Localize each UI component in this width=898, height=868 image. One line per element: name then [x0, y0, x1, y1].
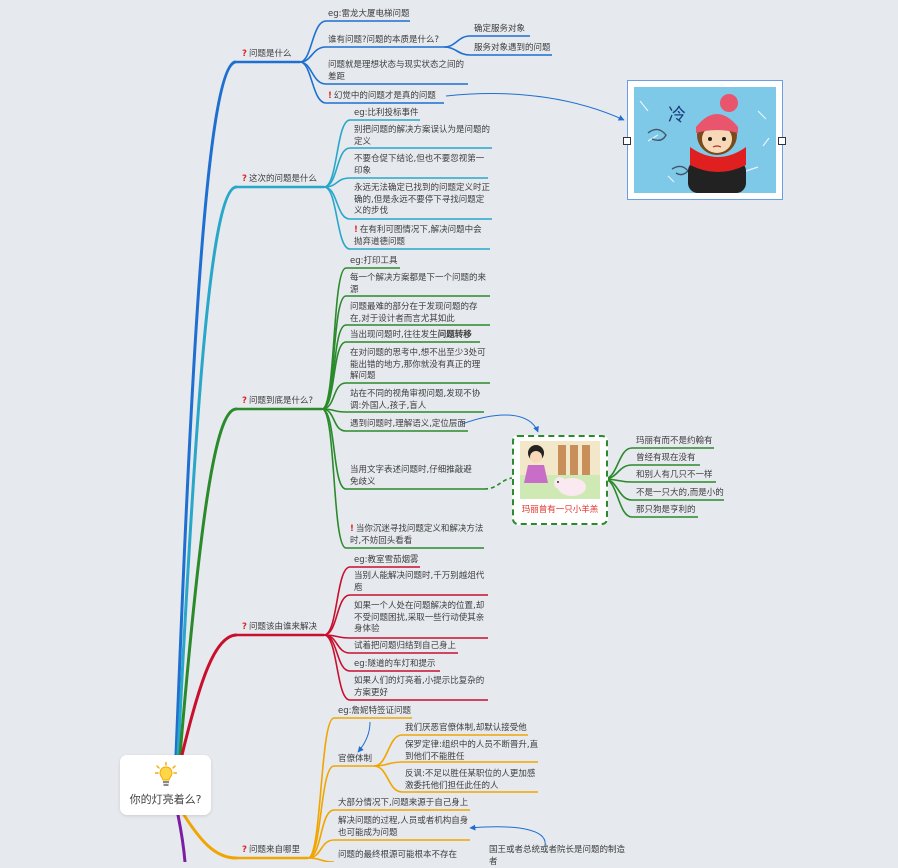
- node[interactable]: 官僚体制: [338, 754, 373, 764]
- question-icon: ?: [242, 622, 247, 632]
- branch-title-1[interactable]: ?问题是什么: [242, 49, 292, 59]
- node[interactable]: 每一个解决方案都是下一个问题的来源: [350, 273, 487, 295]
- node[interactable]: 问题就是理想状态与现实状态之间的差距: [328, 60, 465, 82]
- node[interactable]: eg:雷龙大厦电梯问题: [328, 9, 410, 19]
- question-icon: ?: [242, 845, 247, 855]
- trunk-red: [180, 633, 238, 757]
- trunk-blue: [174, 60, 237, 757]
- image-caption: 玛丽曾有一只小羊羔: [521, 505, 599, 515]
- link-arrow-3: [357, 721, 371, 753]
- floating-note[interactable]: 国王或者总统或者院长是问题的制造者: [489, 845, 626, 867]
- question-icon: ?: [242, 174, 247, 184]
- link-arrow-4: [469, 824, 546, 847]
- node[interactable]: 别把问题的解决方案误认为是问题的定义: [354, 125, 491, 147]
- node[interactable]: eg:詹妮特签证问题: [338, 706, 411, 716]
- exclamation-icon: !: [328, 91, 332, 101]
- node[interactable]: 问题最难的部分在于发现问题的存在,对于设计者而言尤其如此: [350, 302, 478, 324]
- node[interactable]: 如果一个人处在问题解决的位置,却不受问题困扰,采取一些行动使其亲身体验: [354, 601, 485, 634]
- node[interactable]: 当别人能解决问题时,千万别越俎代庖: [354, 571, 485, 593]
- node[interactable]: 玛丽有而不是约翰有: [636, 436, 713, 446]
- node[interactable]: 不要仓促下结论,但也不要忽视第一印象: [354, 154, 485, 176]
- trunk-purple: [176, 813, 187, 862]
- node[interactable]: 解决问题的过程,人员或者机构自身也可能成为问题: [338, 816, 469, 838]
- resize-handle-left[interactable]: [623, 137, 631, 145]
- question-icon: ?: [242, 49, 247, 59]
- trunk-teal: [176, 185, 238, 757]
- root-node[interactable]: 你的灯亮着么?: [120, 755, 211, 815]
- image-marys-lamb[interactable]: 玛丽曾有一只小羊羔: [512, 435, 608, 525]
- node[interactable]: 不是一只大的,而是小的: [636, 488, 724, 498]
- branch-title-5[interactable]: ?问题来自哪里: [242, 845, 300, 855]
- node[interactable]: 遇到问题时,理解语义,定位层面: [350, 419, 466, 429]
- node[interactable]: !幻觉中的问题才是真的问题: [328, 91, 436, 101]
- node[interactable]: eg:教室雪茄烟雾: [354, 555, 419, 565]
- node[interactable]: 曾经有现在没有: [636, 453, 696, 463]
- node[interactable]: !当你沉迷寻找问题定义和解决方法时,不妨回头看看: [350, 524, 484, 546]
- node[interactable]: 谁有问题?问题的本质是什么?: [328, 35, 440, 45]
- svg-text:冷: 冷: [668, 105, 686, 126]
- node[interactable]: 保罗定律:组织中的人员不断晋升,直到他们不能胜任: [405, 740, 539, 762]
- exclamation-icon: !: [354, 225, 358, 235]
- question-icon: ?: [242, 396, 247, 406]
- node[interactable]: 那只狗是亨利的: [636, 505, 696, 515]
- branch-title-4[interactable]: ?问题该由谁来解决: [242, 622, 317, 632]
- node[interactable]: 当出现问题时,往往发生问题转移: [350, 330, 472, 340]
- node[interactable]: 如果人们的灯亮着,小提示比复杂的方案更好: [354, 676, 485, 698]
- dashed-image-link: [483, 477, 513, 490]
- lamb-illustration: [520, 441, 600, 499]
- node[interactable]: 我们厌恶官僚体制,却默认接受他: [405, 723, 527, 733]
- node[interactable]: eg:隧道的车灯和提示: [354, 659, 436, 669]
- trunk-orange: [182, 813, 238, 860]
- branch-title-3[interactable]: ?问题到底是什么?: [242, 396, 313, 406]
- node[interactable]: 反讽:不足以胜任某职位的人更加感激委托他们担任此任的人: [405, 769, 536, 791]
- node[interactable]: eg:打印工具: [350, 256, 398, 266]
- node[interactable]: 当用文字表述问题时,仔细推敲避免歧义: [350, 465, 472, 487]
- link-arrow-1: [445, 92, 625, 121]
- node[interactable]: 问题的最终根源可能根本不存在: [338, 850, 458, 860]
- exclamation-icon: !: [350, 524, 354, 534]
- cold-girl-illustration: 冷: [634, 87, 776, 193]
- node[interactable]: 在对问题的思考中,想不出至少3处可能出错的地方,那你就没有真正的理解问题: [350, 348, 486, 381]
- link-arrow-2: [461, 414, 539, 433]
- node[interactable]: eg:比利投标事件: [354, 108, 419, 118]
- image-cold-girl[interactable]: 冷: [627, 80, 783, 200]
- branch-title-2[interactable]: ?这次的问题是什么: [242, 174, 317, 184]
- node[interactable]: 确定服务对象: [474, 24, 526, 34]
- node[interactable]: 站在不同的视角审视问题,发现不协调:外国人,孩子,盲人: [350, 389, 481, 411]
- node[interactable]: 服务对象遇到的问题: [474, 43, 551, 53]
- node[interactable]: 试着把问题归结到自己身上: [354, 641, 457, 651]
- node[interactable]: 永远无法确定已找到的问题定义时正确的,但是永远不要停下寻找问题定义的步伐: [354, 183, 491, 216]
- trunk-green: [178, 407, 238, 757]
- lightbulb-icon: [154, 762, 177, 786]
- node[interactable]: !在有利可图情况下,解决问题中会抛弃道德问题: [354, 225, 482, 247]
- root-title: 你的灯亮着么?: [129, 793, 202, 806]
- node[interactable]: 大部分情况下,问题来源于自己身上: [338, 798, 469, 808]
- resize-handle-right[interactable]: [778, 137, 786, 145]
- node[interactable]: 和别人有几只不一样: [636, 470, 713, 480]
